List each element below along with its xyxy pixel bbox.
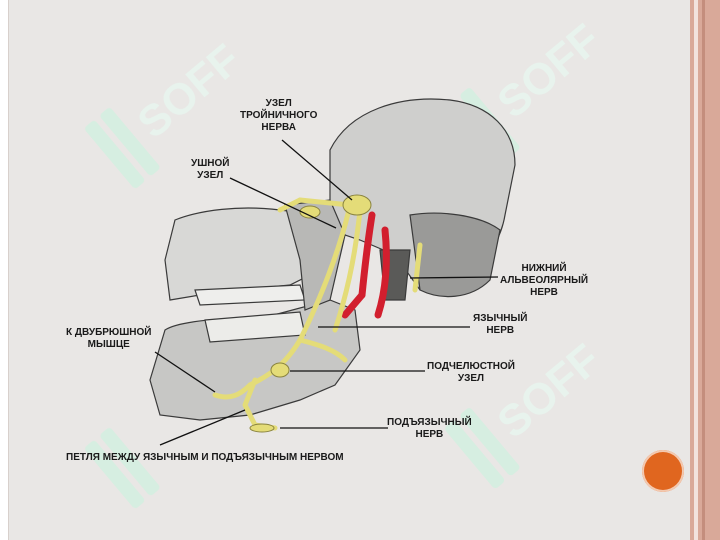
artery-drawing xyxy=(341,211,390,319)
watermark-text: SOFF xyxy=(128,35,249,148)
accent-circle xyxy=(642,450,684,492)
label-line: УЗЕЛ xyxy=(197,170,224,181)
left-border xyxy=(0,0,9,540)
anatomy-illustration: SOFF SOFF SOFF xyxy=(85,15,610,509)
label-line: ЯЗЫЧНЫЙ xyxy=(473,313,528,324)
label-line: ПОДЪЯЗЫЧНЫЙ xyxy=(387,417,472,428)
label-line: УЗЕЛ xyxy=(265,98,292,109)
label-submandibular-ganglion: ПОДЧЕЛЮСТНОЙ УЗЕЛ xyxy=(427,361,515,385)
label-line: ТРОЙНИЧНОГО xyxy=(240,110,318,121)
ganglion-drawing xyxy=(249,194,372,433)
leader-lines xyxy=(154,139,499,446)
label-loop: ПЕТЛЯ МЕЖДУ ЯЗЫЧНЫМ И ПОДЪЯЗЫЧНЫМ НЕРВОМ xyxy=(66,452,344,463)
label-trigeminal-ganglion: УЗЕЛ ТРОЙНИЧНОГО НЕРВА xyxy=(240,98,317,134)
label-line: НЕРВ xyxy=(530,287,558,298)
label-inferior-alveolar-nerve: НИЖНИЙ АЛЬВЕОЛЯРНЫЙ НЕРВ xyxy=(500,263,588,299)
skull-drawing xyxy=(149,98,516,421)
label-hypoglossal-nerve: ПОДЪЯЗЫЧНЫЙ НЕРВ xyxy=(387,417,472,441)
right-border-line xyxy=(702,0,705,540)
label-digastric: К ДВУБРЮШНОЙ МЫШЦЕ xyxy=(66,327,151,351)
label-line: НЕРВ xyxy=(486,325,515,336)
label-lingual-nerve: ЯЗЫЧНЫЙ НЕРВ xyxy=(473,313,527,337)
label-line: НИЖНИЙ xyxy=(521,263,567,274)
right-border-highlight xyxy=(694,0,698,540)
watermark-text: SOFF xyxy=(488,15,609,128)
label-line: АЛЬВЕОЛЯРНЫЙ xyxy=(500,275,589,286)
label-line: НЕРВА xyxy=(261,122,296,133)
label-line: К ДВУБРЮШНОЙ xyxy=(66,327,152,338)
label-line: НЕРВ xyxy=(415,429,444,440)
watermark-text: SOFF xyxy=(488,335,609,448)
label-line: УШНОЙ xyxy=(191,158,230,169)
label-line: УЗЕЛ xyxy=(457,373,485,384)
label-line: ПОДЧЕЛЮСТНОЙ xyxy=(427,361,515,372)
label-otic-ganglion: УШНОЙ УЗЕЛ xyxy=(191,158,229,182)
label-line: МЫШЦЕ xyxy=(87,339,130,350)
